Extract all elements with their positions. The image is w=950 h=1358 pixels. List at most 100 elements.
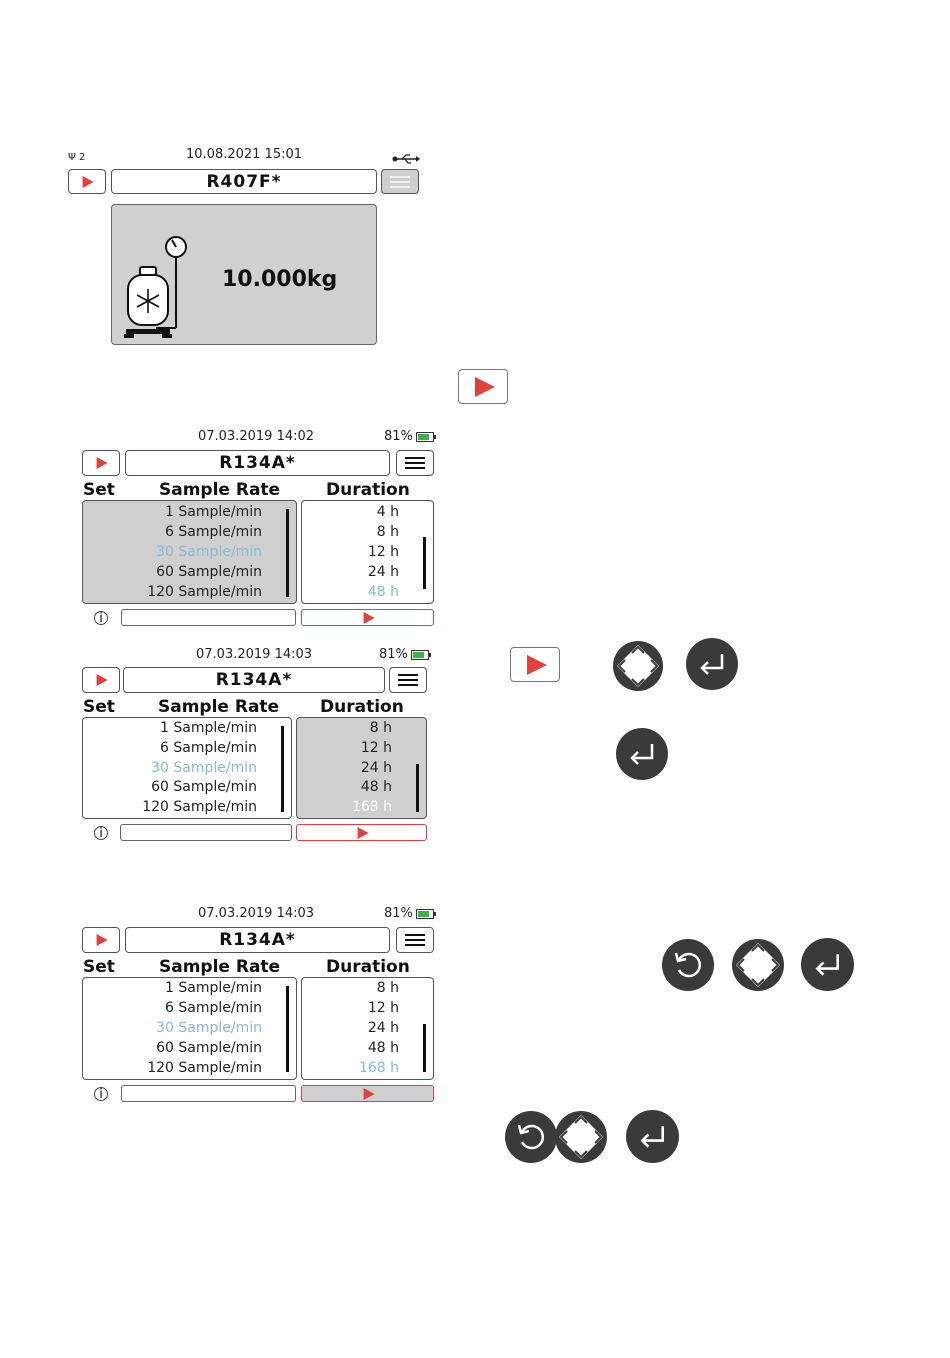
duration-list[interactable]: 4 h 8 h 12 h 24 h 48 h: [301, 500, 434, 604]
list-item[interactable]: 24 h: [367, 1020, 399, 1036]
list-item[interactable]: 120 Sample/min: [147, 584, 262, 600]
list-item-selected[interactable]: 30 Sample/min: [156, 1020, 262, 1036]
play-icon: [363, 611, 375, 624]
play-icon: [96, 934, 108, 946]
menu-icon: [390, 173, 410, 191]
list-item-selected[interactable]: 30 Sample/min: [156, 544, 262, 560]
start-button[interactable]: [82, 927, 120, 953]
list-item[interactable]: 4 h: [376, 504, 399, 520]
back-icon: [674, 952, 702, 978]
nav-pad-button[interactable]: [555, 1111, 607, 1163]
list-item[interactable]: 12 h: [367, 544, 399, 560]
sample-rate-list[interactable]: 1 Sample/min 6 Sample/min 30 Sample/min …: [82, 500, 297, 604]
menu-button[interactable]: [396, 450, 434, 476]
info-icon[interactable]: i: [94, 1087, 108, 1102]
scrollbar[interactable]: [286, 509, 289, 597]
back-button[interactable]: [505, 1111, 557, 1163]
refrigerant-title[interactable]: R134A*: [123, 667, 385, 693]
scrollbar[interactable]: [423, 1024, 426, 1072]
list-item[interactable]: 8 h: [376, 524, 399, 540]
battery-status: 81%: [379, 647, 431, 662]
refrigerant-title[interactable]: R407F*: [111, 169, 377, 194]
duration-list[interactable]: 8 h 12 h 24 h 48 h 168 h: [301, 977, 434, 1080]
start-record-button[interactable]: [296, 824, 427, 841]
list-item[interactable]: 24 h: [367, 564, 399, 580]
list-item[interactable]: 8 h: [376, 980, 399, 996]
nav-pad-icon: [559, 1115, 603, 1159]
menu-button[interactable]: [381, 169, 419, 194]
list-item[interactable]: 48 h: [360, 779, 392, 795]
refrigerant-cylinder-icon: [124, 236, 187, 338]
list-item[interactable]: 6 Sample/min: [160, 740, 257, 756]
play-icon: [96, 674, 108, 686]
scrollbar[interactable]: [286, 986, 289, 1072]
start-record-button[interactable]: [301, 1085, 434, 1102]
play-icon: [96, 457, 108, 469]
refrigerant-title[interactable]: R134A*: [125, 450, 390, 476]
play-key[interactable]: [458, 369, 508, 404]
play-key[interactable]: [510, 647, 560, 682]
battery-percent: 81%: [384, 429, 413, 444]
list-item[interactable]: 60 Sample/min: [156, 1040, 262, 1056]
list-item[interactable]: 8 h: [369, 720, 392, 736]
nav-pad-button[interactable]: [732, 939, 784, 991]
status-field: [120, 824, 292, 841]
list-item[interactable]: 60 Sample/min: [151, 779, 257, 795]
list-item-selected[interactable]: 168 h: [358, 1060, 399, 1076]
info-icon[interactable]: i: [94, 826, 108, 841]
start-button[interactable]: [82, 450, 120, 476]
play-icon: [82, 175, 94, 188]
list-item[interactable]: 48 h: [367, 1040, 399, 1056]
list-item[interactable]: 24 h: [360, 760, 392, 776]
menu-icon: [405, 931, 425, 949]
col-sample-rate: Sample Rate: [159, 480, 281, 500]
start-record-button[interactable]: [301, 609, 434, 626]
list-item[interactable]: 12 h: [367, 1000, 399, 1016]
refrigerant-title[interactable]: R134A*: [125, 927, 390, 953]
menu-button[interactable]: [389, 667, 427, 693]
battery-status: 81%: [384, 429, 436, 444]
list-item[interactable]: 1 Sample/min: [165, 980, 262, 996]
back-button[interactable]: [662, 939, 714, 991]
duration-list[interactable]: 8 h 12 h 24 h 48 h 168 h: [296, 717, 427, 819]
list-item-selected[interactable]: 48 h: [367, 584, 399, 600]
play-icon: [475, 376, 495, 397]
list-item[interactable]: 120 Sample/min: [147, 1060, 262, 1076]
start-button[interactable]: [82, 667, 120, 693]
col-sample-rate: Sample Rate: [158, 697, 280, 717]
list-item[interactable]: 1 Sample/min: [165, 504, 262, 520]
list-item[interactable]: 60 Sample/min: [156, 564, 262, 580]
list-item[interactable]: 12 h: [360, 740, 392, 756]
battery-icon: [415, 908, 436, 919]
menu-button[interactable]: [396, 927, 434, 953]
col-sample-rate: Sample Rate: [159, 957, 281, 977]
enter-button[interactable]: [626, 1110, 679, 1163]
enter-button[interactable]: [686, 638, 738, 690]
list-item[interactable]: 6 Sample/min: [165, 1000, 262, 1016]
weight-panel: 10.000kg: [111, 204, 377, 345]
battery-status: 81%: [384, 906, 436, 921]
nav-pad-icon: [617, 645, 659, 687]
sample-rate-list[interactable]: 1 Sample/min 6 Sample/min 30 Sample/min …: [82, 977, 297, 1080]
scrollbar[interactable]: [423, 537, 426, 589]
scrollbar[interactable]: [281, 726, 284, 812]
enter-icon: [700, 654, 724, 675]
col-set: Set: [83, 697, 115, 717]
start-button[interactable]: [68, 169, 106, 194]
info-icon[interactable]: i: [94, 611, 108, 626]
sample-rate-list[interactable]: 1 Sample/min 6 Sample/min 30 Sample/min …: [82, 717, 292, 819]
signal-indicator: Ψ 2: [68, 149, 85, 164]
nav-pad-button[interactable]: [613, 641, 663, 691]
list-item[interactable]: 120 Sample/min: [142, 799, 257, 815]
enter-button[interactable]: [801, 938, 854, 991]
scrollbar[interactable]: [416, 764, 419, 812]
list-item[interactable]: 1 Sample/min: [160, 720, 257, 736]
list-item-selected[interactable]: 30 Sample/min: [151, 760, 257, 776]
list-item-selected[interactable]: 168 h: [351, 799, 392, 815]
menu-icon: [405, 454, 425, 472]
enter-icon: [630, 744, 654, 765]
status-datetime: 07.03.2019 14:03: [196, 647, 313, 662]
enter-icon: [640, 1126, 664, 1148]
enter-button[interactable]: [616, 728, 668, 780]
list-item[interactable]: 6 Sample/min: [165, 524, 262, 540]
